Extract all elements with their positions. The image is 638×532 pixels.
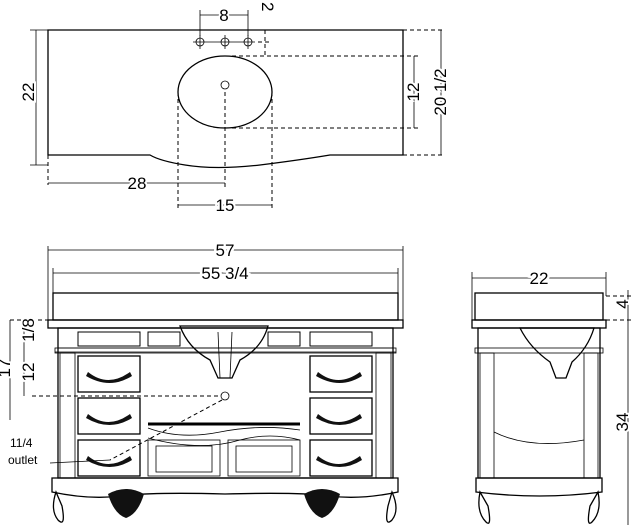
dim-top-width: 55 3/4 (201, 264, 248, 283)
dim-sink-depth: 12 (404, 83, 423, 102)
countertop-outline (47, 29, 404, 169)
dim-cabinet-height-a: 17 (0, 359, 14, 378)
dim-cabinet-height-b: 1/8 (19, 318, 38, 342)
outlet-label: outlet (8, 453, 38, 467)
dim-side-top-thickness: 4 (613, 299, 632, 308)
dim-sink-center: 28 (128, 174, 147, 193)
sink-bowl-front (179, 325, 269, 379)
dim-side-height: 34 (613, 413, 632, 432)
dim-top-depth-at-sink: 20 1/2 (431, 68, 450, 115)
dim-side-depth: 22 (530, 269, 549, 288)
side-cabinet (477, 327, 601, 479)
base-apron (51, 477, 399, 498)
faucet-holes (193, 35, 255, 49)
dim-sink-width: 15 (216, 196, 235, 215)
front-view: 57 55 3/4 (0, 239, 404, 523)
carving-left (108, 489, 144, 518)
carving-right (304, 489, 340, 518)
dim-overall-width: 57 (216, 241, 235, 260)
countertop-front (47, 319, 404, 329)
backsplash (52, 292, 399, 321)
side-view: 22 4 34 (471, 267, 634, 525)
dim-top-depth: 22 (19, 83, 38, 102)
left-drawers (77, 355, 141, 477)
dim-faucet-setback: 2 (258, 2, 277, 11)
outlet-icon (220, 391, 230, 401)
drain-icon (220, 80, 230, 90)
top-view: 8 2 22 28 15 12 20 1/2 (17, 2, 452, 217)
dim-outlet-height: 12 (19, 363, 38, 382)
right-drawers (309, 355, 373, 477)
outlet-size-label: 11/4 (10, 436, 33, 450)
cabinet-body (57, 327, 394, 479)
dim-faucet-spacing: 8 (219, 6, 228, 25)
side-backsplash (474, 292, 604, 321)
